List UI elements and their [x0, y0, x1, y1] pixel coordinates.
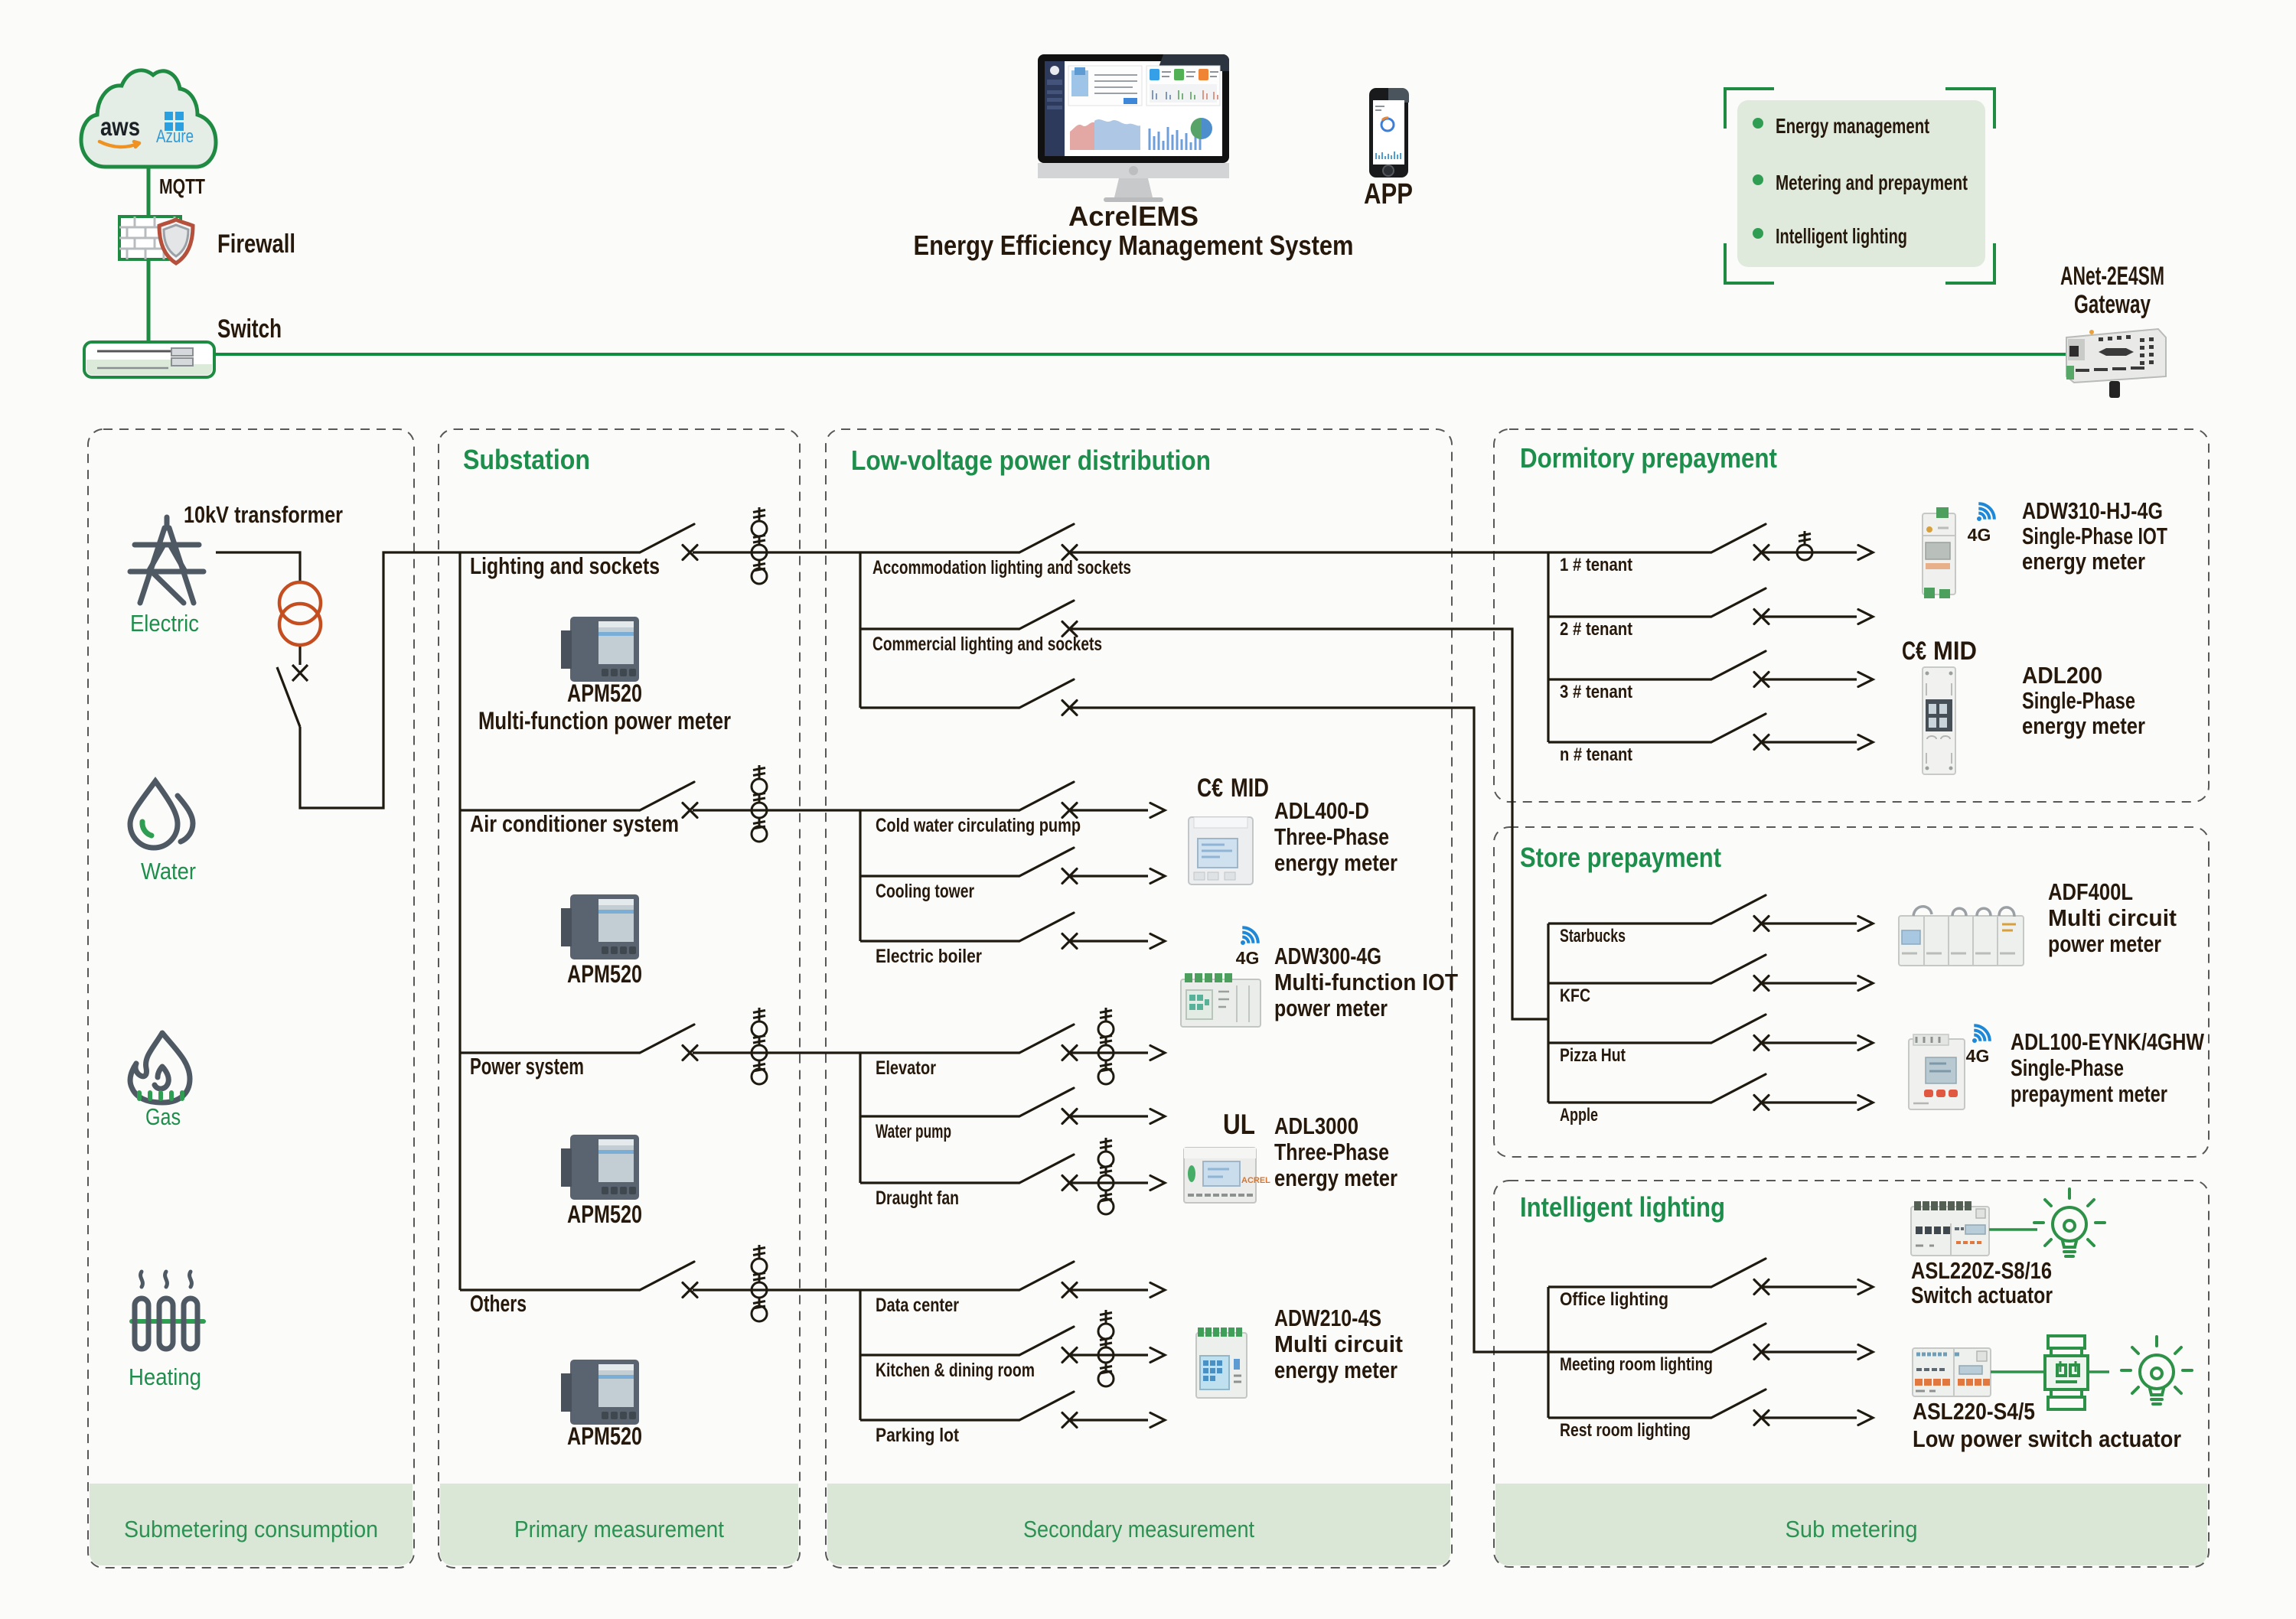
svg-text:Single-Phase IOT: Single-Phase IOT	[2022, 523, 2167, 549]
svg-text:Electric: Electric	[130, 610, 199, 637]
svg-text:aws: aws	[100, 112, 140, 141]
svg-text:Substation: Substation	[463, 444, 590, 475]
svg-text:Low-voltage power distribution: Low-voltage power distribution	[851, 445, 1211, 476]
svg-text:Energy management: Energy management	[1776, 114, 1929, 138]
svg-text:ADW310-HJ-4G: ADW310-HJ-4G	[2022, 497, 2163, 524]
svg-text:Dormitory prepayment: Dormitory prepayment	[1520, 442, 1777, 474]
svg-text:energy meter: energy meter	[1274, 849, 1397, 876]
svg-text:KFC: KFC	[1560, 985, 1590, 1006]
svg-text:Multi-function IOT: Multi-function IOT	[1274, 969, 1458, 995]
svg-text:power meter: power meter	[1274, 995, 1388, 1021]
svg-text:Gas: Gas	[145, 1103, 181, 1130]
svg-text:APP: APP	[1364, 178, 1413, 210]
svg-text:Multi circuit: Multi circuit	[2048, 904, 2177, 931]
svg-text:prepayment meter: prepayment meter	[2011, 1080, 2167, 1107]
svg-text:Submetering consumption: Submetering consumption	[124, 1516, 378, 1542]
svg-text:Electric boiler: Electric boiler	[876, 946, 982, 967]
svg-text:ADL400-D: ADL400-D	[1274, 797, 1369, 824]
svg-text:MID: MID	[1933, 637, 1977, 666]
svg-text:Cooling tower: Cooling tower	[876, 881, 974, 902]
svg-text:Accommodation lighting and soc: Accommodation lighting and sockets	[872, 557, 1131, 578]
svg-text:Office lighting: Office lighting	[1560, 1289, 1668, 1310]
svg-text:Three-Phase: Three-Phase	[1274, 823, 1389, 850]
svg-text:Cold water circulating pump: Cold water circulating pump	[876, 815, 1081, 836]
svg-text:ACREL: ACREL	[1241, 1176, 1270, 1185]
svg-text:Sub metering: Sub metering	[1786, 1516, 1918, 1542]
svg-text:4G: 4G	[1236, 948, 1260, 968]
svg-text:Low power switch actuator: Low power switch actuator	[1913, 1425, 2181, 1452]
svg-text:Store prepayment: Store prepayment	[1520, 842, 1721, 873]
svg-text:ADW300-4G: ADW300-4G	[1274, 943, 1381, 969]
svg-text:Gateway: Gateway	[2074, 290, 2151, 319]
svg-text:Kitchen & dining room: Kitchen & dining room	[876, 1360, 1035, 1381]
svg-text:APM520: APM520	[567, 1422, 642, 1450]
svg-text:Three-Phase: Three-Phase	[1274, 1139, 1389, 1165]
svg-text:Draught fan: Draught fan	[876, 1187, 959, 1209]
svg-text:ASL220Z-S8/16: ASL220Z-S8/16	[1911, 1257, 2052, 1284]
svg-text:Multi-function power meter: Multi-function power meter	[478, 707, 731, 735]
svg-text:ANet-2E4SM: ANet-2E4SM	[2060, 262, 2164, 291]
svg-text:Primary measurement: Primary measurement	[514, 1516, 724, 1542]
svg-text:ADL100-EYNK/4GHW: ADL100-EYNK/4GHW	[2011, 1028, 2205, 1055]
svg-text:Water pump: Water pump	[876, 1121, 951, 1142]
svg-text:ADL200: ADL200	[2022, 662, 2102, 689]
svg-text:Air conditioner system: Air conditioner system	[470, 810, 679, 837]
svg-text:ADL3000: ADL3000	[1274, 1112, 1358, 1139]
svg-text:Meeting room lighting: Meeting room lighting	[1560, 1354, 1713, 1375]
svg-text:APM520: APM520	[567, 1200, 642, 1228]
svg-text:Secondary measurement: Secondary measurement	[1023, 1516, 1254, 1542]
svg-text:Azure: Azure	[156, 126, 194, 147]
svg-text:C€: C€	[1902, 637, 1926, 666]
svg-text:Rest room lighting: Rest room lighting	[1560, 1420, 1691, 1441]
svg-text:ASL220-S4/5: ASL220-S4/5	[1913, 1398, 2035, 1425]
svg-text:Parking lot: Parking lot	[876, 1425, 960, 1446]
svg-text:Pizza Hut: Pizza Hut	[1560, 1045, 1626, 1066]
svg-text:3 # tenant: 3 # tenant	[1560, 682, 1632, 702]
svg-text:Heating: Heating	[129, 1363, 201, 1390]
svg-text:Commercial lighting and socket: Commercial lighting and sockets	[872, 634, 1102, 655]
svg-text:power meter: power meter	[2048, 930, 2161, 957]
svg-text:APM520: APM520	[567, 960, 642, 988]
svg-text:Single-Phase: Single-Phase	[2022, 687, 2135, 714]
svg-text:Switch actuator: Switch actuator	[1911, 1282, 2053, 1308]
svg-text:n # tenant: n # tenant	[1560, 744, 1632, 765]
svg-text:1 # tenant: 1 # tenant	[1560, 555, 1632, 575]
svg-text:Elevator: Elevator	[876, 1057, 936, 1079]
svg-text:Others: Others	[470, 1290, 527, 1317]
svg-text:Single-Phase: Single-Phase	[2011, 1054, 2124, 1081]
svg-text:C€: C€	[1197, 774, 1223, 803]
svg-text:Starbucks: Starbucks	[1560, 926, 1626, 946]
svg-text:Lighting and sockets: Lighting and sockets	[470, 552, 660, 579]
svg-text:MID: MID	[1231, 774, 1269, 803]
svg-text:Energy Efficiency Management S: Energy Efficiency Management System	[914, 230, 1354, 261]
svg-text:Intelligent lighting: Intelligent lighting	[1520, 1191, 1725, 1223]
svg-text:energy meter: energy meter	[2022, 712, 2145, 739]
svg-text:Metering and prepayment: Metering and prepayment	[1776, 171, 1968, 194]
svg-text:Switch: Switch	[217, 314, 282, 344]
svg-text:ADF400L: ADF400L	[2048, 878, 2133, 905]
svg-text:Data center: Data center	[876, 1295, 959, 1316]
svg-text:APM520: APM520	[567, 679, 642, 707]
svg-text:energy meter: energy meter	[2022, 548, 2145, 575]
svg-text:2 # tenant: 2 # tenant	[1560, 619, 1632, 640]
svg-text:Water: Water	[141, 858, 196, 884]
svg-text:UL: UL	[1223, 1109, 1255, 1140]
svg-text:MQTT: MQTT	[159, 174, 205, 198]
svg-text:10kV transformer: 10kV transformer	[184, 501, 343, 528]
svg-text:Intelligent lighting: Intelligent lighting	[1776, 224, 1907, 248]
svg-text:energy meter: energy meter	[1274, 1357, 1397, 1383]
svg-text:energy meter: energy meter	[1274, 1165, 1397, 1191]
svg-text:Firewall: Firewall	[217, 230, 295, 259]
svg-text:AcrelEMS: AcrelEMS	[1068, 200, 1199, 232]
svg-text:Power system: Power system	[470, 1053, 584, 1080]
svg-text:4G: 4G	[1966, 1046, 1990, 1066]
svg-text:Apple: Apple	[1560, 1105, 1598, 1125]
svg-text:Multi circuit: Multi circuit	[1274, 1331, 1403, 1357]
svg-text:ADW210-4S: ADW210-4S	[1274, 1305, 1381, 1331]
svg-text:4G: 4G	[1968, 525, 1991, 545]
